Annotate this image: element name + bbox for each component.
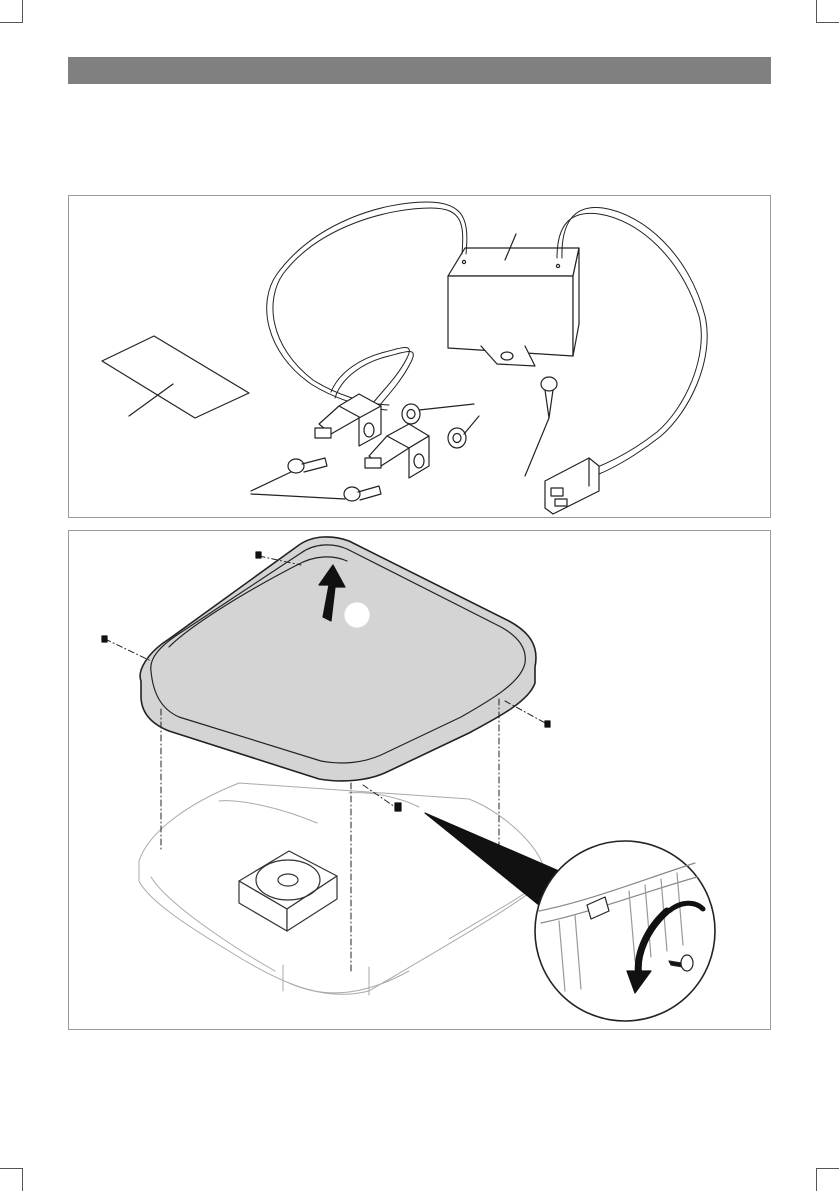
label-sheet-icon — [102, 336, 249, 418]
detail-magnifier-icon — [535, 841, 715, 1021]
cover-removal-illustration — [69, 531, 771, 1030]
crop-mark-top-right — [816, 0, 839, 23]
capacitor-box-icon — [448, 234, 579, 366]
section-header-bar — [68, 57, 771, 84]
base-housing-icon — [139, 783, 545, 995]
fan-icon — [239, 851, 337, 931]
crop-mark-top-left — [0, 0, 23, 23]
parts-kit-illustration — [69, 196, 771, 518]
callout-wedge-icon — [425, 813, 559, 905]
connector-plug-icon — [545, 458, 599, 514]
figure-cover-removal — [68, 530, 771, 1030]
figure-parts-kit — [68, 195, 771, 518]
crop-mark-bottom-left — [0, 1168, 23, 1191]
crop-mark-bottom-right — [816, 1168, 839, 1191]
